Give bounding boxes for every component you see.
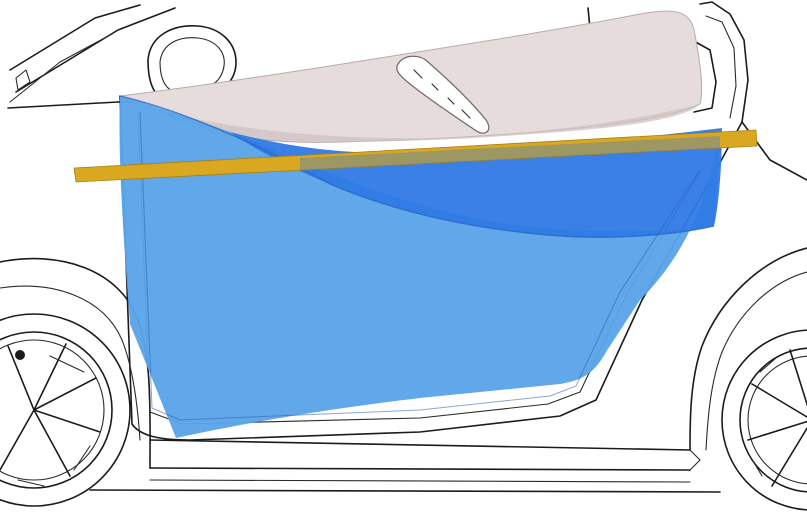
a-pillar-inner [16, 8, 175, 92]
rear-wheel [722, 330, 807, 510]
front-wheel-spokes [0, 344, 100, 476]
windshield-base-line [8, 102, 118, 108]
a-pillar-outer [10, 5, 140, 70]
head-airbag [120, 11, 702, 142]
underbody-line [150, 480, 690, 482]
front-wheel [0, 314, 130, 506]
rear-frame-inner [706, 16, 736, 118]
rear-frame-top [700, 2, 748, 122]
front-fender-inner [0, 286, 140, 440]
rocker-panel-top [150, 440, 690, 450]
valve-stem [15, 350, 25, 360]
rocker-panel-bottom [150, 468, 690, 470]
ground-line [90, 490, 720, 492]
windshield-cowl-line [10, 34, 112, 102]
rear-fender-inner [706, 272, 807, 450]
rocker-panel-step [690, 450, 700, 470]
